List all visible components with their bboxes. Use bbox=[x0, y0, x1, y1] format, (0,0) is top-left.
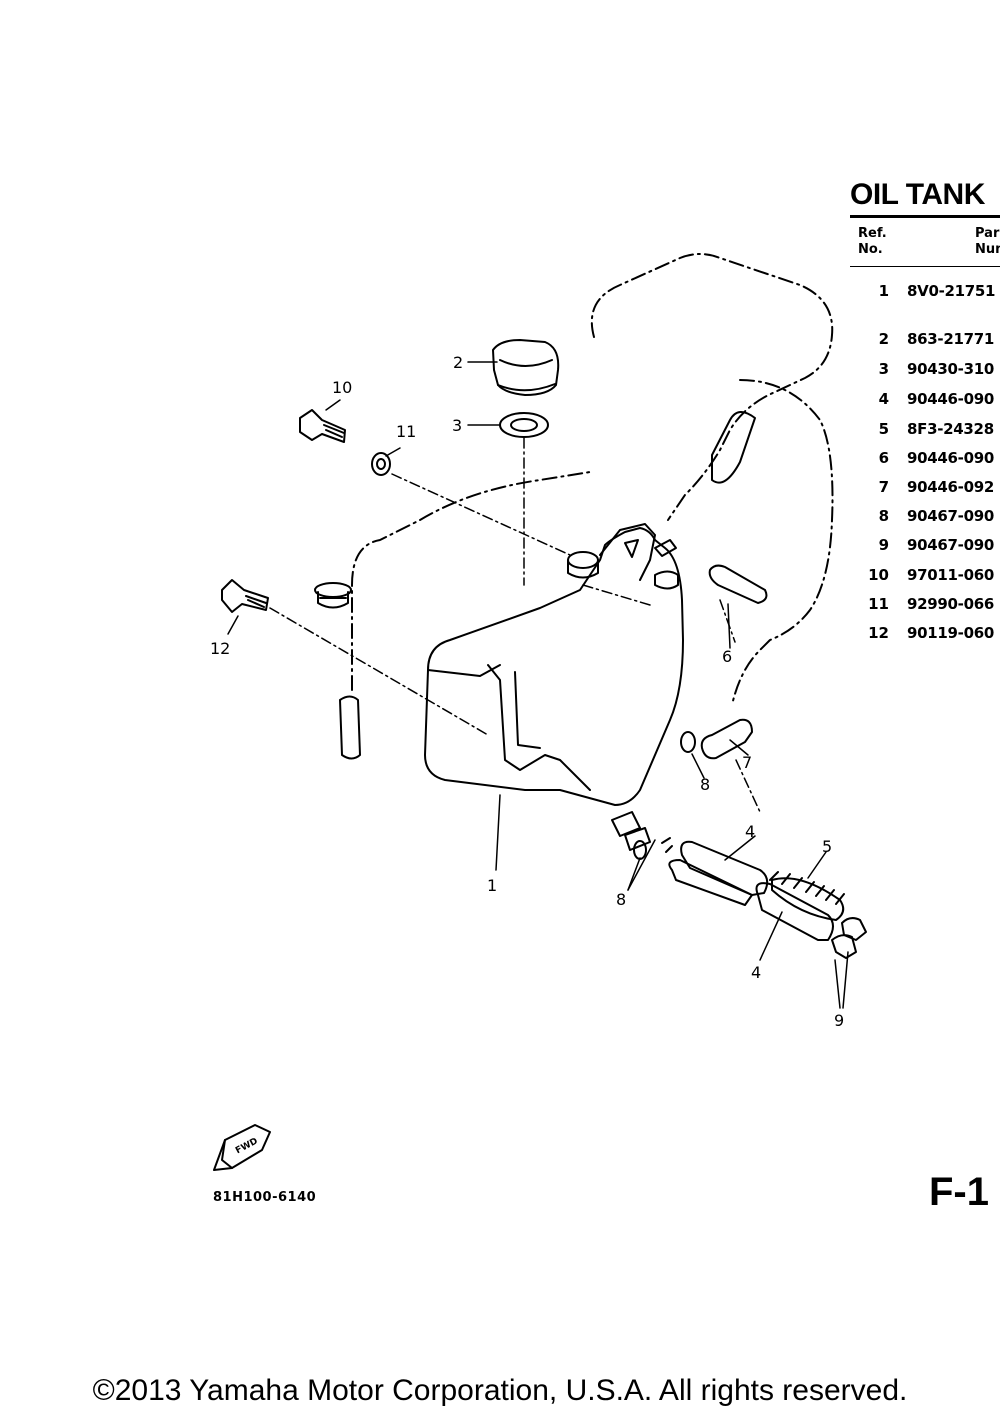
callout-7: 7 bbox=[742, 753, 752, 772]
copyright-notice: ©2013 Yamaha Motor Corporation, U.S.A. A… bbox=[92, 1374, 908, 1407]
tank-vent-bracket bbox=[599, 523, 656, 581]
table-row: 8 90467-090 bbox=[850, 507, 1000, 527]
part-number: 90446-090 bbox=[907, 390, 995, 408]
part-11-washer bbox=[371, 452, 391, 476]
callout-10: 10 bbox=[332, 378, 352, 397]
part-3-seal bbox=[499, 412, 549, 438]
table-row: 4 90446-090 bbox=[850, 390, 1000, 410]
fwd-arrow-icon bbox=[213, 1124, 271, 1171]
callout-4a: 4 bbox=[745, 822, 755, 841]
ref-no: 6 bbox=[878, 449, 889, 467]
part-number-header: Par Num bbox=[975, 226, 1000, 258]
callout-9: 9 bbox=[834, 1011, 844, 1030]
part-8-clip-upper bbox=[680, 731, 696, 753]
figure-code: 81H100-6140 bbox=[213, 1190, 317, 1205]
part-number: 90446-090 bbox=[907, 449, 995, 467]
ref-no: 1 bbox=[878, 282, 889, 300]
callout-5: 5 bbox=[822, 837, 832, 856]
part-10-bolt bbox=[299, 409, 346, 443]
part-number: 90467-090 bbox=[907, 536, 995, 554]
hose-left bbox=[339, 695, 361, 760]
part-number: 90430-310 bbox=[907, 360, 995, 378]
part-8-clip-lower bbox=[633, 840, 647, 860]
part-2-cap bbox=[492, 339, 560, 396]
callout-11: 11 bbox=[396, 422, 416, 441]
hose-routing-line bbox=[351, 253, 834, 706]
table-row: 5 8F3-24328 bbox=[850, 420, 1000, 440]
ref-no: 5 bbox=[878, 420, 889, 438]
table-row: 12 90119-060 bbox=[850, 624, 1000, 644]
callout-2: 2 bbox=[453, 353, 463, 372]
table-row: 10 97011-060 bbox=[850, 566, 1000, 586]
table-row: 9 90467-090 bbox=[850, 536, 1000, 556]
part-number: 92990-066 bbox=[907, 595, 995, 613]
tank-filler-neck bbox=[314, 582, 352, 598]
part-9-clip-a bbox=[841, 917, 867, 941]
part-4-hose-upper bbox=[680, 840, 769, 896]
part-12-bolt bbox=[221, 579, 269, 613]
part-number: 863-21771 bbox=[907, 330, 995, 348]
header-rule bbox=[850, 266, 1000, 267]
ref-no: 2 bbox=[878, 330, 889, 348]
ref-no: 12 bbox=[868, 624, 889, 642]
ref-no: 3 bbox=[878, 360, 889, 378]
part-number-header-text: Par Num bbox=[975, 226, 1000, 257]
table-row: 6 90446-090 bbox=[850, 449, 1000, 469]
oil-tank-body bbox=[424, 527, 684, 806]
callout-3: 3 bbox=[452, 416, 462, 435]
callout-4b: 4 bbox=[751, 963, 761, 982]
part-6-hose bbox=[708, 564, 768, 604]
table-row: 1 8V0-21751 bbox=[850, 282, 1000, 302]
callout-8b: 8 bbox=[616, 890, 626, 909]
table-row: 11 92990-066 bbox=[850, 595, 1000, 615]
callout-12: 12 bbox=[210, 639, 230, 658]
part-number: 90119-060 bbox=[907, 624, 995, 642]
ref-no-header-text: Ref. No. bbox=[858, 226, 887, 257]
part-number: 8F3-24328 bbox=[907, 420, 994, 438]
oil-tank-inner-edge bbox=[487, 664, 591, 791]
ref-no: 4 bbox=[878, 390, 889, 408]
part-5-spring bbox=[769, 871, 845, 905]
part-number: 90467-090 bbox=[907, 507, 995, 525]
ref-no: 8 bbox=[878, 507, 889, 525]
part-number: 8V0-21751 bbox=[907, 282, 996, 300]
ref-no: 11 bbox=[868, 595, 889, 613]
part-number: 97011-060 bbox=[907, 566, 995, 584]
table-row: 7 90446-092 bbox=[850, 478, 1000, 498]
table-row: 3 90430-310 bbox=[850, 360, 1000, 380]
page-number: F-1 bbox=[929, 1170, 989, 1214]
title-underline bbox=[850, 215, 1000, 218]
callout-8a: 8 bbox=[700, 775, 710, 794]
callout-1: 1 bbox=[487, 876, 497, 895]
ref-no-header: Ref. No. bbox=[858, 226, 887, 258]
ref-no: 10 bbox=[868, 566, 889, 584]
ref-no: 9 bbox=[878, 536, 889, 554]
ref-no: 7 bbox=[878, 478, 889, 496]
section-title: OIL TANK bbox=[850, 178, 985, 211]
part-number: 90446-092 bbox=[907, 478, 995, 496]
callout-6: 6 bbox=[722, 647, 732, 666]
part-7-hose bbox=[700, 718, 753, 760]
part-9-clip-b bbox=[831, 934, 857, 959]
table-row: 2 863-21771 bbox=[850, 330, 1000, 350]
hose-upper bbox=[711, 411, 756, 484]
part-4-hose-lower bbox=[755, 882, 834, 941]
